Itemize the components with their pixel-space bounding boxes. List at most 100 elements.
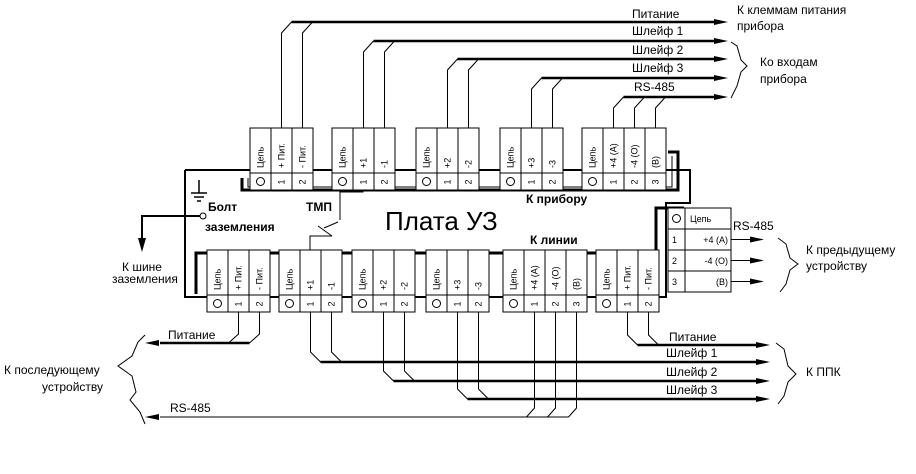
- terminal-pin-number: 2: [548, 179, 558, 184]
- side-wire-arrow-icon: [750, 278, 764, 285]
- dest-ppk-label: К ППК: [806, 365, 841, 379]
- bottom-terminal-block: Цепь+21-22: [351, 249, 416, 313]
- terminal-pin-number: 1: [379, 301, 389, 306]
- terminal-pin-label: +3: [453, 280, 463, 290]
- top-terminal-block: Цепь+31-32: [499, 127, 564, 191]
- dest-power-label: К клеммам питания: [737, 3, 846, 17]
- connectors: Цепь+ Пит.1- Пит.2Цепь+11-12Цепь+21-22Це…: [206, 127, 732, 313]
- terminal-pin-number: 1: [443, 179, 453, 184]
- terminal-pin-label: Цепь: [506, 146, 516, 168]
- terminal-pin-label: Цепь: [285, 268, 295, 290]
- top-wire-drop: [613, 96, 624, 128]
- terminal-screw-icon: [509, 299, 518, 308]
- ground-wire: [141, 215, 200, 240]
- top-wire-label-power: Питание: [632, 7, 680, 21]
- rs485-drop: [547, 312, 556, 418]
- bottom-left-label-rs485: RS-485: [170, 401, 211, 415]
- terminal-pin-label: Цепь: [509, 268, 519, 290]
- terminal-pin-label: -4 (O): [551, 266, 561, 290]
- terminal-pin-label: -4 (O): [630, 144, 640, 168]
- top-wire-drop: [634, 96, 645, 128]
- bottom-loop-drop: [457, 312, 468, 400]
- top-wire-arrow-icon: [714, 94, 728, 100]
- terminal-pin-number: 2: [400, 301, 410, 306]
- to-device-label: К прибору: [526, 192, 588, 206]
- bottom-left-label-power: Питание: [168, 328, 216, 342]
- terminal-pin-number: 2: [298, 179, 308, 184]
- right-rs485-label: RS-485: [733, 219, 774, 233]
- top-terminal-block: Цепь+21-22: [415, 127, 480, 191]
- dest-prev-device-label: К предыдущему: [806, 243, 895, 257]
- tamper-contact-icon: [317, 225, 333, 237]
- terminal-pin-number: 2: [327, 301, 337, 306]
- terminal-pin-label: +3: [527, 158, 537, 168]
- brace-icon: [775, 342, 797, 405]
- terminal-pin-number: 1: [623, 301, 633, 306]
- terminal-pin-label: (B): [651, 156, 661, 168]
- terminal-pin-number: 2: [630, 179, 640, 184]
- terminal-pin-label: Цепь: [338, 146, 348, 168]
- top-wire-label-loop3: Шлейф 3: [632, 61, 684, 75]
- top-wire-drop: [531, 77, 542, 128]
- bottom-loop-arrow-icon: [756, 359, 770, 365]
- terminal-pin-label: + Пит.: [623, 265, 633, 290]
- bottom-right-label-loop2: Шлейф 2: [666, 365, 718, 379]
- terminal-pin-label: +2: [379, 280, 389, 290]
- tamper-switch-icon: [323, 221, 339, 229]
- top-wire-arrow-icon: [714, 19, 728, 25]
- bottom-right-label-power: Питание: [669, 330, 717, 344]
- terminal-pin-number: 1: [234, 301, 244, 306]
- terminal-screw-icon: [358, 299, 367, 308]
- terminal-pin-label: Цепь: [358, 268, 368, 290]
- bottom-loop-drop: [310, 312, 321, 363]
- terminal-pin-label: +2: [443, 158, 453, 168]
- terminal-pin-number: 1: [359, 179, 369, 184]
- side-block-row-label: +4 (A): [703, 235, 728, 245]
- top-wire-arrow-icon: [714, 75, 728, 81]
- terminal-pin-label: (B): [572, 278, 582, 290]
- top-wire-label-loop1: Шлейф 1: [632, 24, 684, 38]
- rs485-drop: [526, 312, 535, 418]
- brace-icon: [730, 41, 748, 99]
- terminal-pin-label: Цепь: [422, 146, 432, 168]
- terminal-pin-number: 1: [453, 301, 463, 306]
- bottom-terminal-block: Цепь+11-12: [278, 249, 343, 313]
- terminal-pin-label: - Пит.: [255, 267, 265, 290]
- terminal-pin-number: 1: [609, 179, 619, 184]
- terminal-pin-number: 1: [306, 301, 316, 306]
- top-wire-label-rs485: RS-485: [634, 80, 675, 94]
- terminal-screw-icon: [588, 177, 597, 186]
- terminal-pin-number: 3: [572, 301, 582, 306]
- bottom-loop-drop: [331, 312, 342, 363]
- terminal-pin-label: +4 (A): [530, 265, 540, 290]
- side-block-row-number: 2: [672, 256, 677, 266]
- bottom-left-drop: [228, 312, 239, 344]
- side-block-row-number: 1: [672, 235, 677, 245]
- terminal-screw-icon: [602, 299, 611, 308]
- terminal-screw-icon: [213, 299, 222, 308]
- ground-arrow-icon: [138, 238, 146, 252]
- top-wire-arrow-icon: [714, 56, 728, 62]
- dest-power-label-2: прибора: [737, 19, 784, 33]
- dest-prev-device-label-2: устройству: [806, 259, 867, 273]
- dest-next-device-label: К последующему: [4, 363, 100, 377]
- terminal-pin-label: + Пит.: [277, 143, 287, 168]
- ground-bolt-label-2: заземления: [205, 220, 275, 234]
- terminal-pin-label: -3: [474, 282, 484, 290]
- terminal-pin-number: 3: [651, 179, 661, 184]
- top-wire-drop: [384, 40, 395, 128]
- bottom-loop-arrow-icon: [756, 396, 770, 402]
- top-wire-arrow-icon: [714, 38, 728, 44]
- top-terminal-block: Цепь+11-12: [331, 127, 396, 191]
- terminal-pin-label: +4 (A): [609, 143, 619, 168]
- bottom-left-arrow-icon: [145, 340, 159, 346]
- bottom-terminal-block: Цепь+ Пит.1- Пит.2: [595, 249, 660, 313]
- dest-next-device-label-2: устройству: [42, 380, 103, 394]
- top-wire-drop: [552, 77, 563, 128]
- ground-bolt-label: Болт: [208, 200, 237, 214]
- terminal-screw-icon: [422, 177, 431, 186]
- board-title: Плата УЗ: [385, 206, 498, 236]
- ground-bolt-terminal: [199, 212, 207, 220]
- bottom-right-arrow-icon: [756, 342, 770, 348]
